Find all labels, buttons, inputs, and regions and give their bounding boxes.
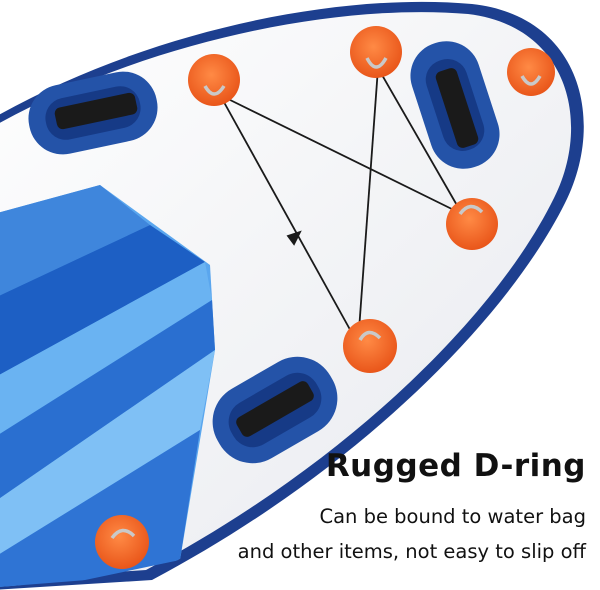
d-ring-pad (350, 26, 402, 78)
deck-graphic (0, 185, 215, 590)
d-ring-pad (95, 515, 149, 569)
handle-bottom (212, 356, 338, 464)
caption-line-2: and other items, not easy to slip off (237, 540, 586, 563)
d-ring-pad (343, 319, 397, 373)
handle-top-left (28, 71, 158, 155)
d-ring-pad (446, 198, 498, 250)
d-ring-pad (507, 48, 555, 96)
caption-headline: Rugged D-ring (325, 448, 586, 484)
handle-strap (54, 92, 138, 130)
d-ring-pad (188, 54, 240, 106)
handle-strap (435, 68, 479, 148)
handle-strap (236, 381, 314, 437)
bungee-cords (219, 67, 463, 345)
caption-line-1: Can be bound to water bag (319, 505, 586, 528)
handle-top-right (410, 41, 500, 169)
